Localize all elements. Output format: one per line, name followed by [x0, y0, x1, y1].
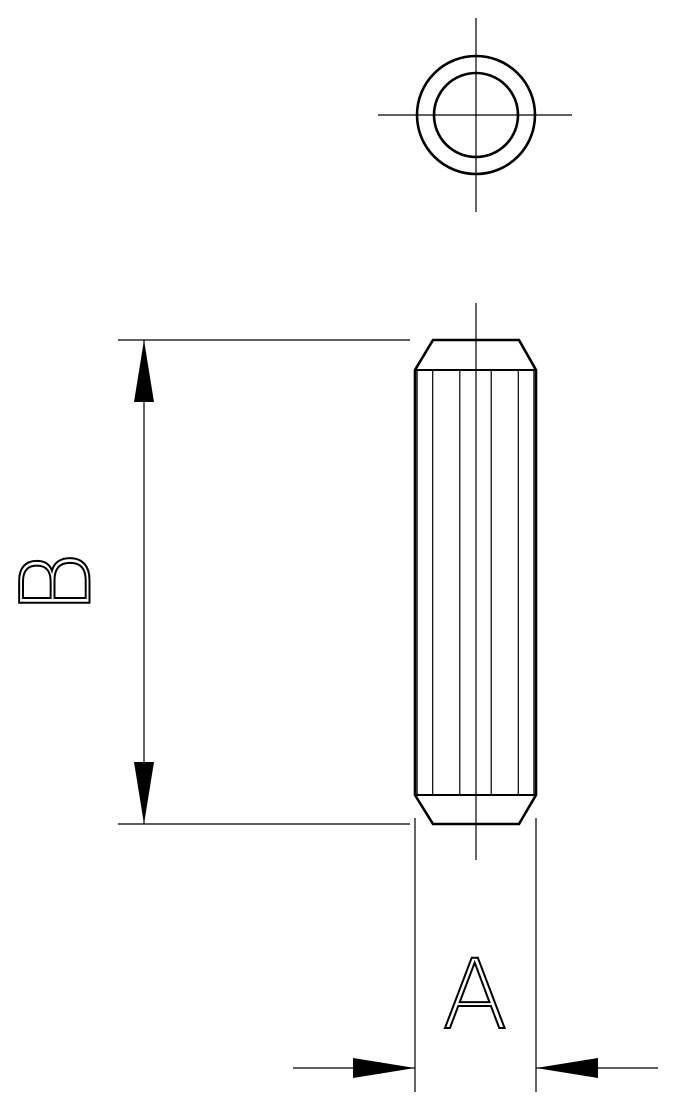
dimension-b-arrow-bottom — [134, 762, 154, 824]
end-view-inner-circle — [432, 71, 520, 159]
dimension-a: A — [293, 818, 658, 1092]
dimension-a-arrow-left — [353, 1058, 415, 1078]
dimension-a-arrow-right — [536, 1058, 598, 1078]
dimension-a-label: A — [442, 939, 508, 1051]
side-view — [413, 303, 538, 860]
dowel-outline — [413, 338, 538, 826]
dimension-b: B — [0, 339, 410, 825]
dimension-b-label: B — [0, 552, 112, 615]
flute-lines — [416, 370, 535, 795]
end-view-outer-circle — [415, 54, 537, 176]
end-view — [378, 18, 572, 212]
dimension-b-arrow-top — [134, 340, 154, 402]
